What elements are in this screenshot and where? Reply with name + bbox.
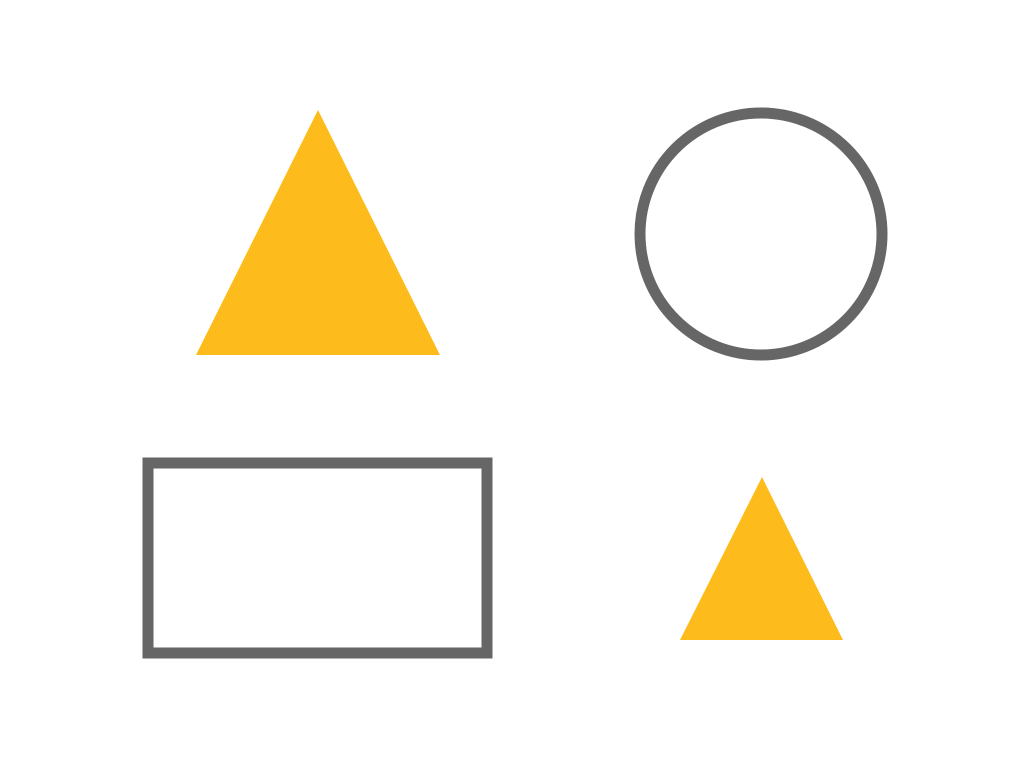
large-triangle	[196, 110, 440, 355]
circle-outline	[634, 107, 888, 361]
small-triangle	[680, 477, 843, 640]
rectangle-outline	[142, 457, 493, 659]
